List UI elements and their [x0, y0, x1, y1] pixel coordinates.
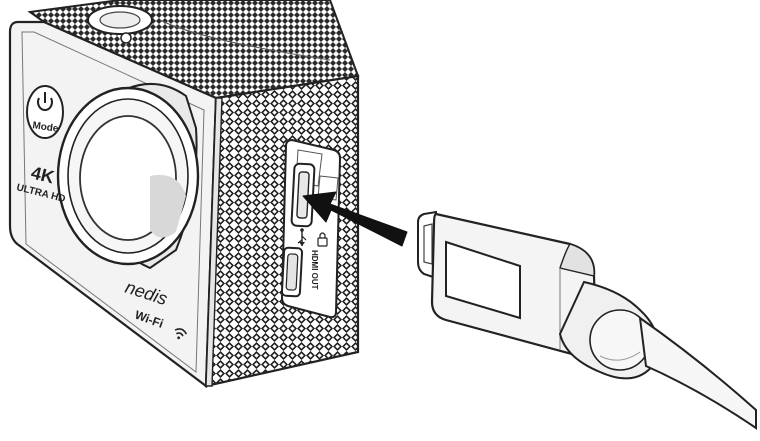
- port-panel: HDMI OUT: [282, 140, 340, 317]
- mode-button[interactable]: Mode: [27, 86, 63, 138]
- micro-hdmi-port[interactable]: [282, 248, 302, 297]
- usb-cable: [640, 318, 756, 428]
- indicator-light: [121, 33, 131, 43]
- hdmi-out-label: HDMI OUT: [310, 250, 319, 290]
- lens: [58, 84, 198, 268]
